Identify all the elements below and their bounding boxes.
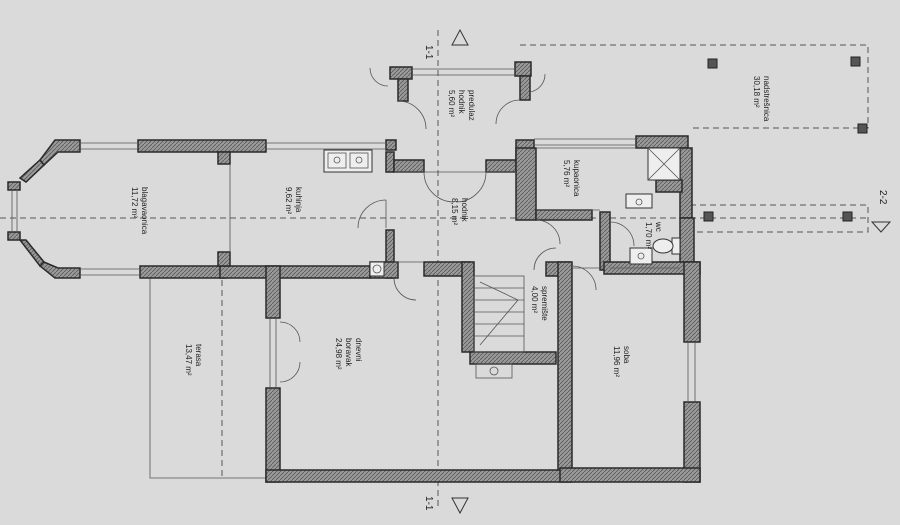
inner-lines	[229, 147, 680, 269]
room-wc: wc 1,70 m²	[644, 221, 663, 249]
room-area: 5,60 m²	[447, 90, 456, 117]
room-hodnik: hodnik 8,15 m²	[450, 198, 469, 225]
toilet-bowl	[652, 237, 681, 255]
room-area: 11,96 m²	[612, 346, 621, 377]
bath-washbasin	[625, 193, 653, 209]
kitchen-sink	[323, 149, 373, 173]
canopy-outline	[520, 44, 869, 233]
room-name: predulaz	[467, 90, 476, 121]
room-name-2: boravak	[344, 338, 353, 367]
room-name: hodnik	[460, 198, 469, 223]
section-marker-right: 2-2	[870, 190, 892, 233]
room-area: 4,00 m²	[530, 286, 539, 313]
room-soba: soba 11,96 m²	[612, 346, 631, 377]
room-area: 8,15 m²	[450, 198, 459, 225]
room-blagavaonica: blagavaonica 11,72 m²	[130, 187, 149, 235]
section-label-right: 2-2	[877, 190, 888, 205]
shower-tray	[647, 147, 681, 181]
room-area: 11,72 m²	[130, 187, 139, 218]
room-dnevni: dnevni boravak 24,98 m²	[334, 338, 363, 370]
room-name: terasa	[194, 344, 203, 367]
room-spremiste: spremište 4,00 m²	[530, 286, 549, 321]
section-marker-top: 1-1	[423, 28, 469, 60]
room-area: 30,18 m²	[752, 76, 761, 108]
room-area: 1,70 m²	[644, 222, 653, 249]
room-area: 9,62 m²	[284, 187, 293, 214]
room-area: 24,98 m²	[334, 338, 343, 370]
room-name: spremište	[540, 286, 549, 321]
room-nadstresnica: nadstrešnica 30,18 m²	[752, 76, 771, 122]
section-label-bottom: 1-1	[423, 496, 434, 511]
room-area: 5,76 m²	[562, 160, 571, 187]
terrace-outline	[149, 275, 270, 479]
room-name: wc	[654, 221, 663, 232]
room-name: kupaonica	[572, 160, 581, 197]
room-terasa: terasa 13,47 m²	[184, 344, 203, 376]
stair	[473, 275, 525, 379]
doors	[279, 67, 635, 383]
room-name: dnevni	[354, 338, 363, 362]
wc-washbasin	[629, 247, 653, 265]
room-name: kuhinja	[294, 187, 303, 213]
room-name-2: hodnik	[457, 90, 466, 115]
room-name: blagavaonica	[140, 187, 149, 235]
room-kupaonica: kupaonica 5,76 m²	[562, 160, 581, 197]
chimney	[369, 261, 385, 277]
room-area: 13,47 m²	[184, 344, 193, 376]
room-predulaz: predulaz hodnik 5,60 m²	[447, 90, 476, 121]
room-name: nadstrešnica	[762, 76, 771, 122]
room-name: soba	[622, 346, 631, 364]
room-kuhinja: kuhinja 9,62 m²	[284, 187, 303, 214]
section-marker-bottom: 1-1	[423, 496, 469, 515]
windows	[11, 68, 696, 402]
section-label-top: 1-1	[423, 45, 434, 60]
